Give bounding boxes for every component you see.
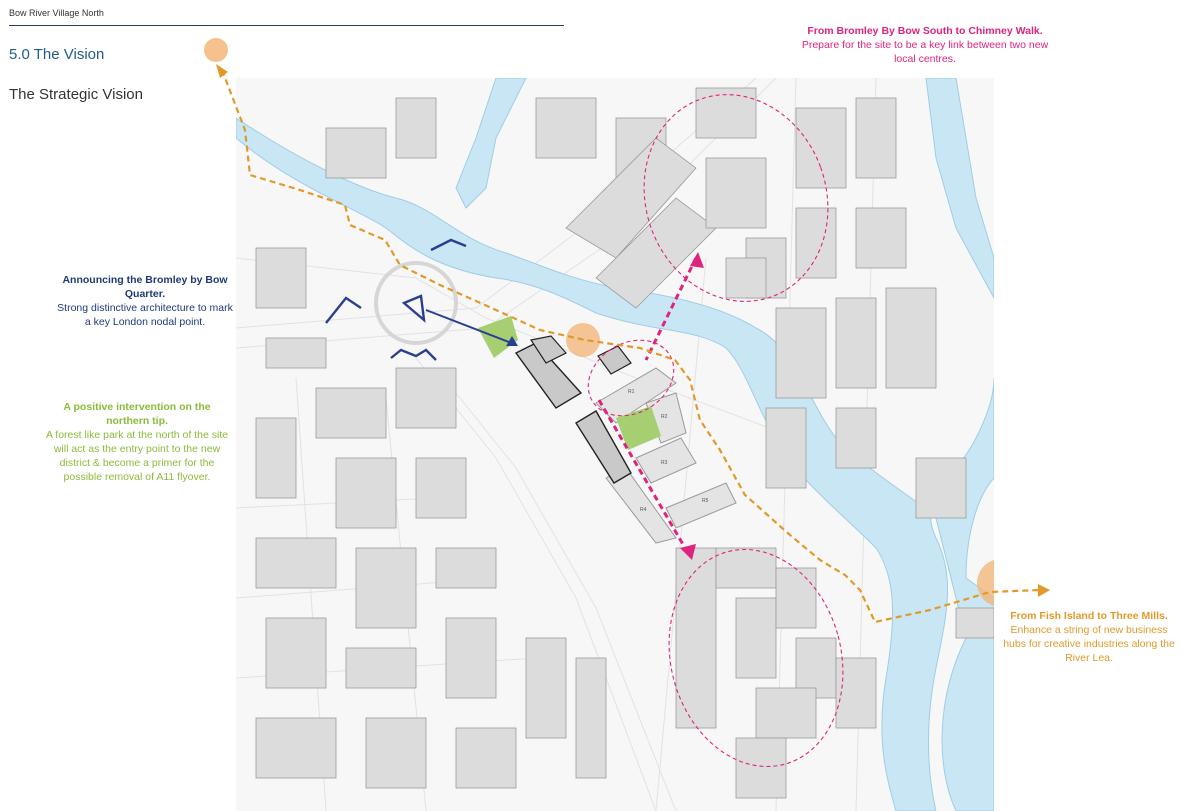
annotation-chimney-walk: From Bromley By Bow South to Chimney Wal… bbox=[790, 24, 1060, 66]
annotation-three-mills: From Fish Island to Three Mills. Enhance… bbox=[998, 609, 1180, 665]
annotation-northern-tip: A positive intervention on the northern … bbox=[42, 400, 232, 484]
plot-label-r2: R2 bbox=[661, 414, 668, 420]
fish-island-node bbox=[204, 38, 228, 62]
plot-label-r4: R4 bbox=[640, 507, 647, 513]
annotation-northern-tip-body: A forest like park at the north of the s… bbox=[45, 429, 229, 483]
site-map-drawing: R1 R2 R3 R4 R5 bbox=[236, 78, 994, 811]
plot-label-r1: R1 bbox=[628, 389, 635, 395]
annotation-northern-tip-heading: A positive intervention on the northern … bbox=[63, 401, 211, 427]
annotation-three-mills-body: Enhance a string of new business hubs fo… bbox=[1003, 624, 1175, 664]
plot-label-r3: R3 bbox=[661, 460, 668, 466]
plot-label-r5: R5 bbox=[702, 498, 709, 504]
annotation-chimney-walk-body: Prepare for the site to be a key link be… bbox=[801, 39, 1049, 65]
document-title: Bow River Village North bbox=[9, 8, 104, 18]
annotation-three-mills-heading: From Fish Island to Three Mills. bbox=[1010, 610, 1168, 622]
section-title: 5.0 The Vision bbox=[9, 46, 105, 63]
annotation-bromley-quarter: Announcing the Bromley by Bow Quarter. S… bbox=[55, 273, 235, 329]
route-arrow-head-start bbox=[216, 64, 228, 78]
site-node bbox=[566, 323, 600, 357]
annotation-chimney-walk-heading: From Bromley By Bow South to Chimney Wal… bbox=[807, 25, 1043, 37]
page-subtitle: The Strategic Vision bbox=[9, 86, 143, 103]
site-map: R1 R2 R3 R4 R5 bbox=[236, 78, 994, 811]
annotation-bromley-quarter-heading: Announcing the Bromley by Bow Quarter. bbox=[62, 274, 228, 300]
route-arrow-head-end bbox=[1038, 584, 1050, 597]
south-east-centre-ellipse bbox=[668, 548, 844, 768]
header-divider bbox=[9, 25, 564, 26]
annotation-bromley-quarter-body: Strong distinctive architecture to mark … bbox=[57, 302, 233, 328]
